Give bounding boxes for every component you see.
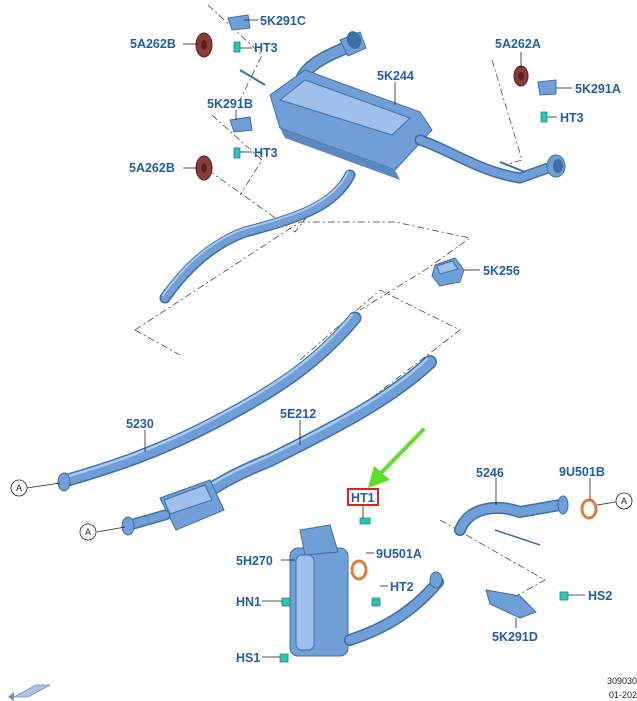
hanger-brackets	[227, 14, 557, 619]
label-9u501b: 9U501B	[559, 465, 605, 479]
connector-a-left-upper: A	[10, 479, 28, 497]
label-5a262b-top: 5A262B	[130, 37, 176, 51]
label-5a262a: 5A262A	[495, 37, 541, 51]
svg-text:A: A	[16, 483, 22, 493]
pipe-5246	[454, 495, 569, 546]
label-hs1: HS1	[236, 651, 260, 665]
gaskets	[350, 498, 598, 581]
connector-a-left-lower: A	[79, 523, 97, 541]
svg-text:309030: 309030	[607, 676, 637, 686]
leader-lines	[26, 19, 617, 658]
ht1-highlight-box	[347, 488, 379, 506]
label-5k291a: 5K291A	[575, 82, 621, 96]
label-5a262b-mid: 5A262B	[129, 161, 175, 175]
svg-text:A: A	[621, 496, 627, 506]
label-5k291c: 5K291C	[260, 14, 306, 28]
label-5e212: 5E212	[280, 407, 316, 421]
highlight-arrow	[368, 428, 425, 488]
reference-number: 309030 01-202	[607, 676, 637, 700]
label-5k291d: 5K291D	[492, 630, 538, 644]
label-hs2: HS2	[588, 589, 612, 603]
front-pipe-5E212	[121, 355, 437, 536]
label-ht3-mid: HT3	[254, 146, 278, 160]
label-5246: 5246	[476, 466, 504, 480]
part-labels: 5A262B 5K291C HT3 5K244 5A262A 5K291A HT…	[126, 14, 621, 665]
label-ht1: HT1	[351, 491, 375, 505]
label-9u501a: 9U501A	[376, 547, 422, 561]
label-5k244: 5K244	[377, 69, 414, 83]
rubber-isolators	[195, 32, 529, 181]
damper-5K256	[431, 257, 465, 287]
label-ht3-top: HT3	[254, 41, 278, 55]
particulate-filter-5H270	[289, 524, 444, 657]
svg-text:A: A	[85, 527, 91, 537]
label-5k256: 5K256	[483, 264, 520, 278]
label-hn1: HN1	[236, 595, 261, 609]
svg-text:01-202: 01-202	[609, 690, 637, 700]
fasteners	[233, 41, 569, 663]
intermediate-pipe-5230	[57, 311, 362, 492]
label-5k291b: 5K291B	[207, 97, 253, 111]
direction-arrow-icon	[8, 684, 51, 701]
label-5230: 5230	[126, 417, 154, 431]
label-ht3-right: HT3	[560, 111, 584, 125]
label-ht2: HT2	[390, 580, 414, 594]
rear-muffler-5K244	[159, 31, 566, 304]
label-5h270: 5H270	[236, 554, 273, 568]
connector-a-right: A	[615, 492, 633, 510]
